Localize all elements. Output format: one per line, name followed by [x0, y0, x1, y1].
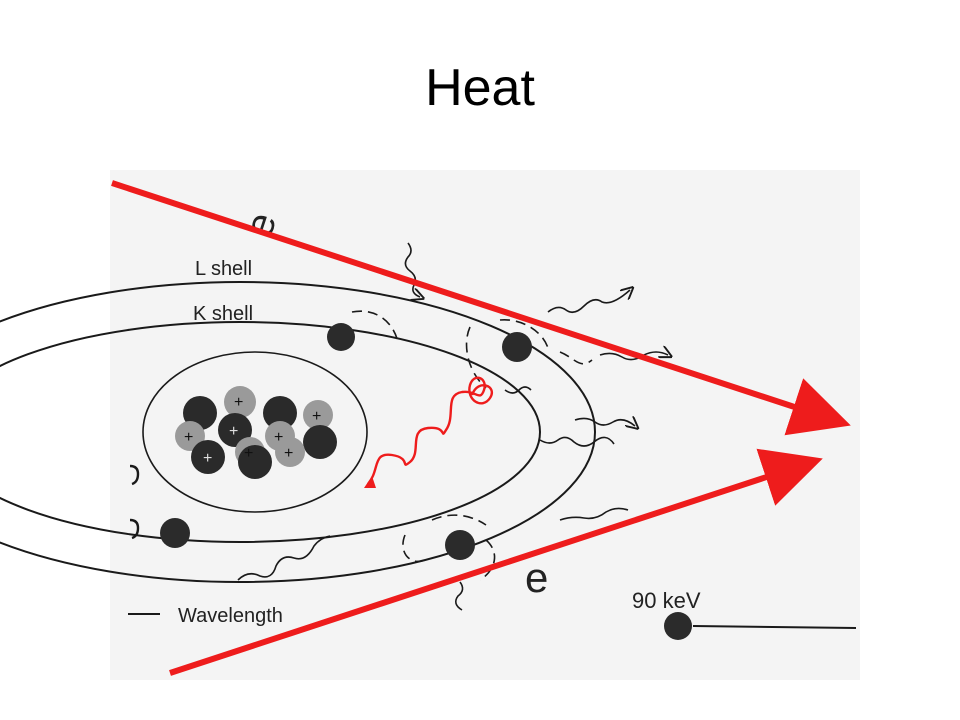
electron-l-shell-right	[502, 332, 532, 362]
proton	[224, 386, 256, 418]
proton-sign: +	[244, 445, 253, 462]
energy-label: 90 keV	[632, 588, 701, 613]
heat-arrow-upper	[111, 180, 851, 436]
shell-orbits	[0, 281, 596, 583]
l-shell-label: L shell	[195, 258, 252, 280]
proton-sign: +	[234, 394, 243, 411]
proton-sign: +	[184, 429, 193, 446]
proton	[175, 421, 205, 451]
slide-title: Heat	[425, 59, 535, 117]
photon-waves	[129, 242, 668, 611]
electron-k-shell-bottom	[445, 530, 475, 560]
electron-label-bottom: e	[525, 554, 548, 601]
proton-sign: +	[312, 408, 321, 425]
proton-sign: +	[274, 429, 283, 446]
nucleus-ring	[142, 351, 368, 513]
k-shell-label: K shell	[193, 303, 253, 325]
heat-squiggle-arrowhead	[364, 476, 376, 488]
l-shell-orbit	[0, 281, 596, 583]
neutron	[263, 396, 297, 430]
heat-squiggle	[367, 376, 493, 485]
neutron	[303, 425, 337, 459]
neutron	[238, 445, 272, 479]
proton-sign: +	[284, 445, 293, 462]
wavelength-label: Wavelength	[178, 605, 283, 627]
orbital-electrons	[160, 323, 857, 640]
vacancy-dashes	[351, 310, 593, 581]
neutron	[191, 440, 225, 474]
red-annotations	[111, 180, 851, 676]
electron-k-shell-top	[327, 323, 355, 351]
proton	[303, 400, 333, 430]
nucleus: + + + + + + + +	[175, 386, 337, 479]
electron-incident	[664, 612, 692, 640]
incident-electron-path	[692, 625, 857, 629]
proton	[275, 437, 305, 467]
heat-arrow-lower	[169, 448, 823, 676]
k-shell-orbit	[0, 321, 541, 543]
proton-sign: +	[203, 450, 212, 467]
electron-k-shell-left	[160, 518, 190, 548]
proton-sign: +	[229, 423, 238, 440]
